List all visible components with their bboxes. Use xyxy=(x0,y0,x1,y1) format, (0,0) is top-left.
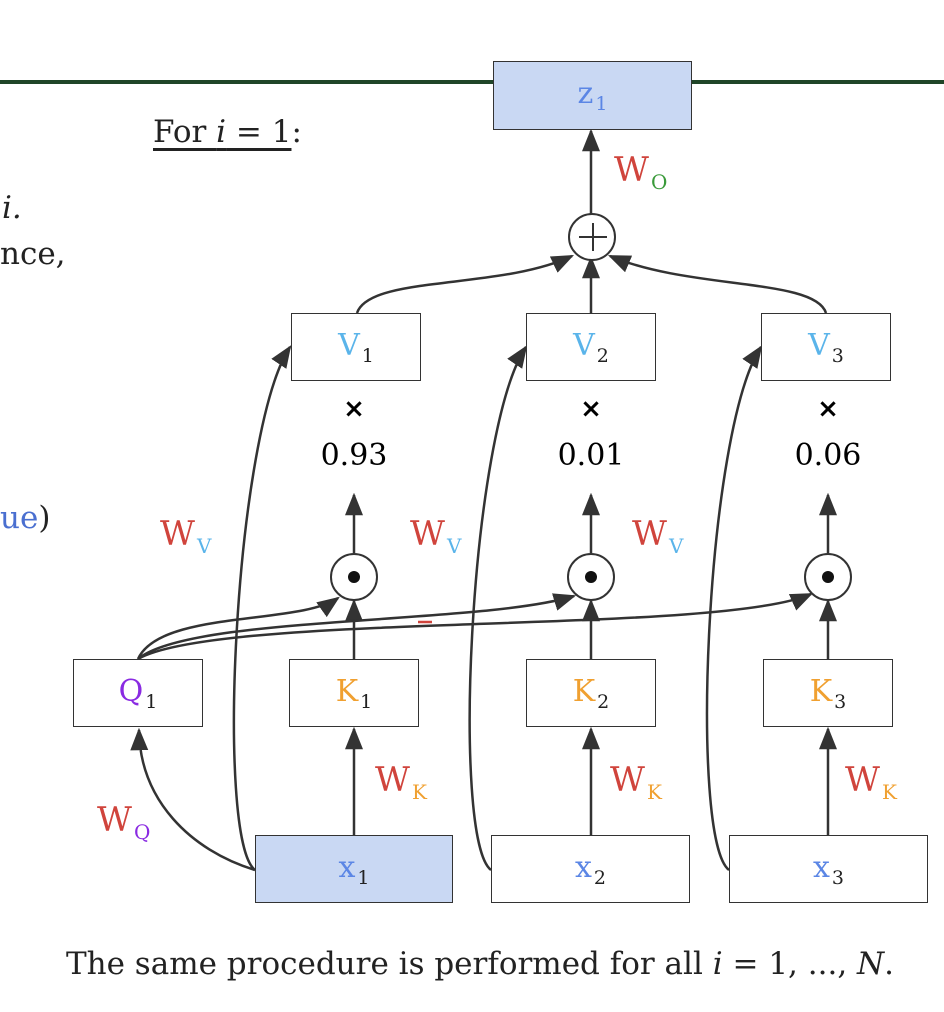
footer-end: . xyxy=(884,946,895,982)
dot-product-operator-3 xyxy=(804,553,852,601)
for-rest: = 1 xyxy=(226,114,292,150)
times-symbol-3: × xyxy=(817,394,839,424)
dot-product-operator-2 xyxy=(567,553,615,601)
arrow-x1-to-q xyxy=(130,727,256,872)
footer-caption: The same procedure is performed for all … xyxy=(40,946,920,982)
for-prefix: For xyxy=(153,114,217,150)
arrow-q-to-dot3 xyxy=(137,592,814,661)
footer-suffix: = 1, ..., xyxy=(722,946,858,982)
arrow-x2-to-v2 xyxy=(468,345,528,871)
left-fragment-3: ue) xyxy=(0,500,50,536)
for-i-heading: For i = 1: xyxy=(153,114,302,150)
attention-weight-2: 0.01 xyxy=(557,438,625,473)
arrow-q-to-dot1 xyxy=(136,596,340,660)
footer-var: i xyxy=(712,946,723,982)
footer-n: N xyxy=(857,946,885,982)
arrow-v3-to-plus xyxy=(607,254,828,314)
left-fragment-2: nce, xyxy=(0,236,66,272)
attention-weight-3: 0.06 xyxy=(794,438,862,473)
attention-weight-1: 0.93 xyxy=(320,438,388,473)
value-word-fragment: ue xyxy=(0,500,39,536)
left-fragment-1: i. xyxy=(2,190,22,226)
times-symbol-2: × xyxy=(580,394,602,424)
arrow-q-to-dot2 xyxy=(137,593,577,660)
times-symbol-1: × xyxy=(343,394,365,424)
arrow-x1-to-v1 xyxy=(232,345,292,871)
dot-product-operator-1 xyxy=(330,553,378,601)
sum-operator xyxy=(568,213,616,261)
close-paren: ) xyxy=(38,500,51,536)
for-colon: : xyxy=(291,114,302,150)
footer-prefix: The same procedure is performed for all xyxy=(65,946,713,982)
arrow-v1-to-plus xyxy=(355,254,575,314)
arrow-x3-to-v3 xyxy=(705,345,763,871)
for-var: i xyxy=(216,114,227,150)
